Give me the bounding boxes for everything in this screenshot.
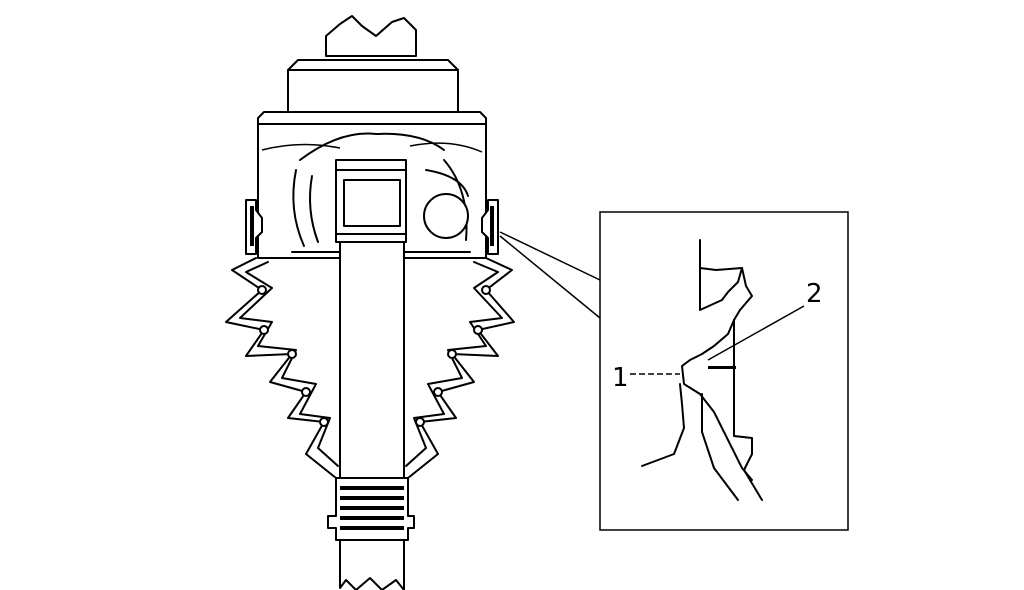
callout-1-label: 1: [612, 363, 629, 393]
boot-bellows-right: [405, 257, 515, 479]
callout-2: 2: [707, 279, 823, 361]
top-shaft-stub: [325, 15, 417, 57]
boot-clamp-left: [245, 199, 263, 255]
boot-clamp-right: [481, 199, 499, 255]
detail-leader-lines: [499, 231, 601, 319]
boot-bellows-left: [225, 257, 339, 479]
boot-clamp-small: [327, 477, 415, 541]
drive-shaft: [339, 241, 405, 481]
shaft-hub: [335, 159, 407, 243]
bottom-shaft-stub: [339, 539, 405, 590]
detail-inset: [599, 211, 849, 531]
ball-bearing: [423, 193, 469, 239]
callout-1: 1: [612, 363, 680, 393]
outer-housing-upper: [287, 59, 459, 113]
callout-2-label: 2: [806, 279, 823, 309]
